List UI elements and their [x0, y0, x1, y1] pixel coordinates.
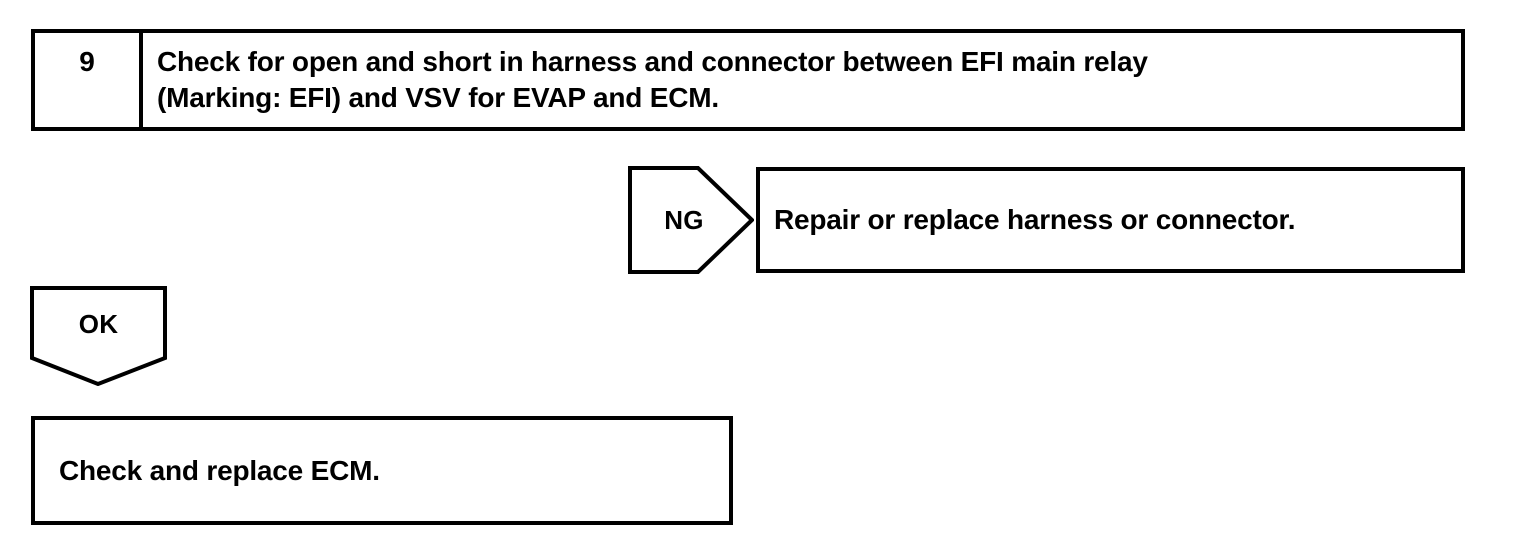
result-box-ng: Repair or replace harness or connector.	[756, 167, 1465, 273]
step-number-cell: 9	[35, 33, 143, 127]
branch-tag-ng-label: NG	[664, 204, 704, 235]
result-box-ok-text: Check and replace ECM.	[59, 454, 380, 486]
step-instruction-cell: Check for open and short in harness and …	[143, 33, 1461, 127]
result-box-ng-text: Repair or replace harness or connector.	[774, 204, 1296, 235]
step-row-9: 9 Check for open and short in harness an…	[31, 29, 1465, 131]
pentagon-right-icon	[628, 166, 754, 274]
result-box-ok: Check and replace ECM.	[31, 416, 733, 525]
branch-tag-ok-label: OK	[78, 308, 119, 339]
branch-tag-ng: NG	[628, 166, 754, 274]
branch-tag-ok: OK	[30, 286, 167, 386]
step-instruction-line-2: (Marking: EFI) and VSV for EVAP and ECM.	[157, 82, 719, 113]
step-number: 9	[79, 46, 95, 77]
pentagon-down-icon	[30, 286, 167, 386]
step-instruction-line-1: Check for open and short in harness and …	[157, 46, 1148, 77]
